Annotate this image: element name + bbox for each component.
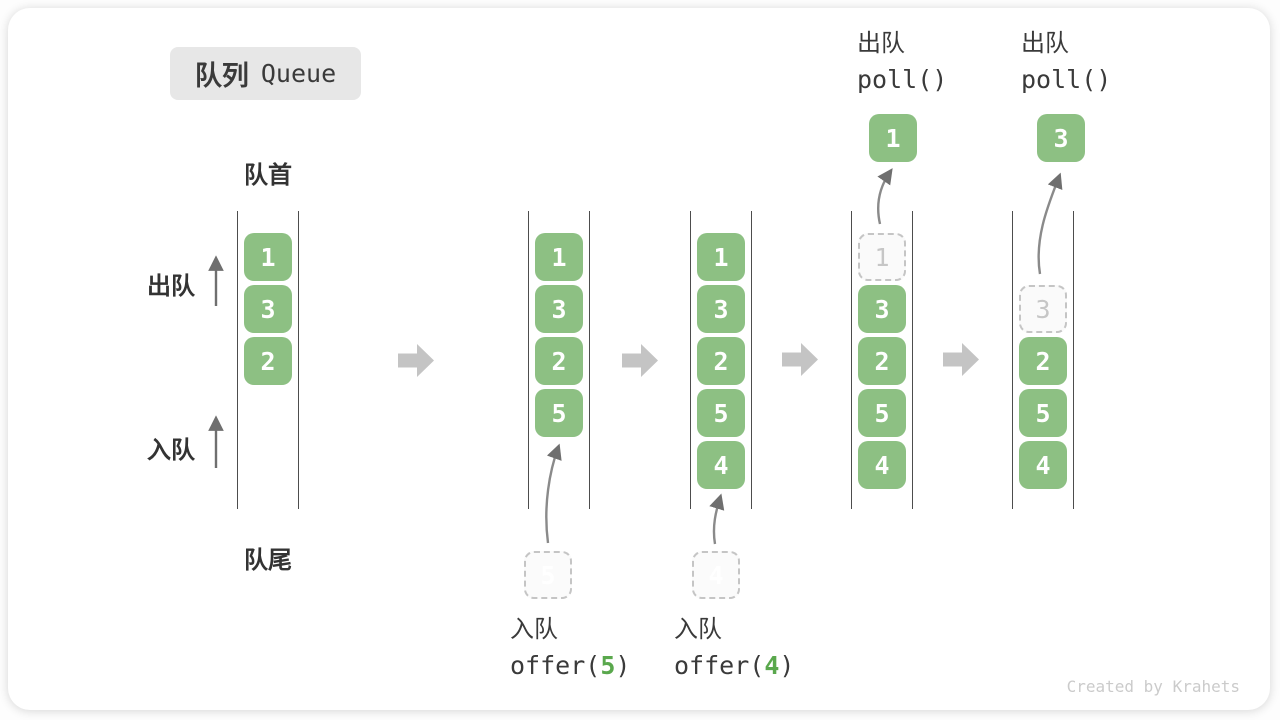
incoming-element-5: 5 [524, 551, 572, 599]
watermark: Created by Krahets [1066, 677, 1240, 696]
queue-element: 1 [697, 233, 745, 281]
offer4-caption: 入队 offer(4) [674, 612, 794, 684]
title-en: Queue [260, 59, 337, 88]
offer5-caption-code: offer(5) [510, 648, 630, 684]
code-arg: 4 [764, 651, 780, 680]
queue-element: 4 [697, 441, 745, 489]
code-post: ) [615, 651, 631, 680]
queue-element: 4 [858, 441, 906, 489]
offer5-caption-zh: 入队 [510, 616, 558, 643]
queue-state-4: 1 3 2 5 4 [851, 211, 913, 509]
poll3-caption: 出队 poll() [1021, 26, 1111, 98]
poll3-caption-code: poll() [1021, 65, 1112, 94]
dequeue-side-label: 出队 [147, 273, 195, 300]
offer4-caption-zh: 入队 [674, 616, 722, 643]
offer4-caption-code: offer(4) [674, 648, 794, 684]
poll1-caption-zh: 出队 [857, 30, 905, 57]
ghost-element: 3 [1019, 285, 1067, 333]
title-badge: 队列 Queue [170, 47, 361, 100]
title-zh: 队列 [194, 61, 249, 91]
queue-element: 3 [244, 285, 292, 333]
offer5-caption: 入队 offer(5) [510, 612, 630, 684]
poll1-caption-code: poll() [857, 65, 948, 94]
enqueue-side-label: 入队 [147, 437, 195, 464]
queue-state-5: 3 2 5 4 [1012, 211, 1074, 509]
incoming-element-4: 4 [692, 551, 740, 599]
queue-element: 2 [858, 337, 906, 385]
code-post: ) [779, 651, 795, 680]
queue-element: 5 [1019, 389, 1067, 437]
queue-element: 5 [858, 389, 906, 437]
queue-element: 2 [535, 337, 583, 385]
queue-element: 4 [1019, 441, 1067, 489]
poll1-caption: 出队 poll() [857, 26, 947, 98]
queue-state-1: 1 3 2 [237, 211, 299, 509]
ghost-element: 1 [858, 233, 906, 281]
polled-element-3: 3 [1037, 114, 1085, 162]
queue-element: 1 [535, 233, 583, 281]
queue-element: 5 [535, 389, 583, 437]
queue-element: 3 [697, 285, 745, 333]
diagram-card [8, 8, 1270, 710]
code-pre: offer( [510, 651, 601, 680]
code-pre: offer( [674, 651, 765, 680]
queue-state-3: 1 3 2 5 4 [690, 211, 752, 509]
code-arg: 5 [600, 651, 616, 680]
poll3-caption-zh: 出队 [1021, 30, 1069, 57]
queue-element: 1 [244, 233, 292, 281]
queue-element: 2 [1019, 337, 1067, 385]
queue-element: 5 [697, 389, 745, 437]
queue-element: 2 [244, 337, 292, 385]
polled-element-1: 1 [869, 114, 917, 162]
queue-state-2: 1 3 2 5 [528, 211, 590, 509]
front-label: 队首 [244, 162, 292, 189]
queue-element: 3 [535, 285, 583, 333]
queue-element: 3 [858, 285, 906, 333]
queue-element: 2 [697, 337, 745, 385]
rear-label: 队尾 [244, 547, 292, 574]
